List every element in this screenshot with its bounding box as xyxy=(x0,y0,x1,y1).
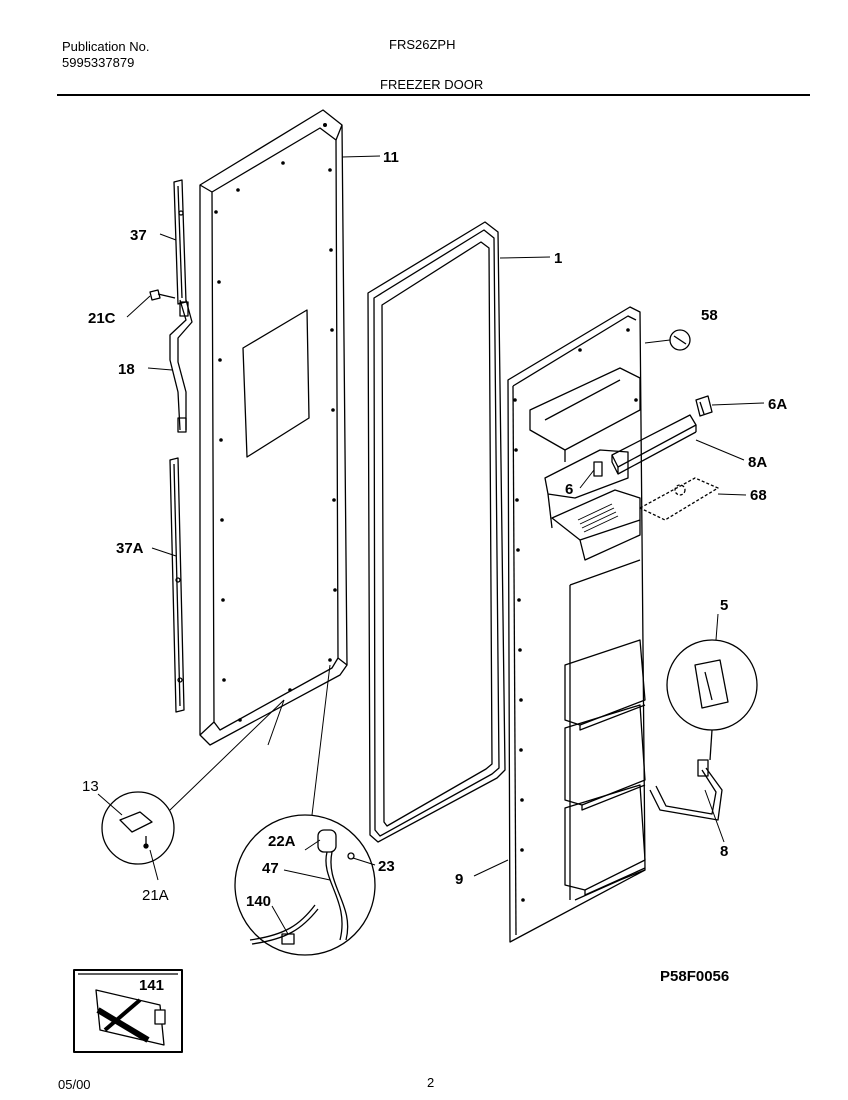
bracket-part-8 xyxy=(649,759,723,821)
callout-58: 58 xyxy=(701,307,718,324)
publication-label: Publication No. xyxy=(62,39,150,54)
callout-21C: 21C xyxy=(88,310,116,327)
section-title: FREEZER DOOR xyxy=(380,77,484,92)
callout-21A: 21A xyxy=(142,887,169,904)
bar-part-8A xyxy=(611,414,697,475)
detail-box-part-141 xyxy=(73,969,183,1053)
callout-13: 13 xyxy=(82,778,99,795)
model-number: FRS26ZPH xyxy=(389,37,456,52)
detail-circle-wiring xyxy=(234,814,376,956)
screw-part-21C xyxy=(149,289,176,301)
callout-9: 9 xyxy=(455,871,463,888)
page-number: 2 xyxy=(427,1075,435,1090)
trim-part-37A xyxy=(169,457,185,713)
callout-47: 47 xyxy=(262,860,279,877)
callout-23: 23 xyxy=(378,858,395,875)
callout-8: 8 xyxy=(720,843,728,860)
publication-number: 5995337879 xyxy=(62,55,135,70)
diagram-id: P58F0056 xyxy=(660,968,729,985)
callout-6A: 6A xyxy=(768,396,787,413)
door-frame-part-11 xyxy=(199,109,348,746)
part-6 xyxy=(593,461,603,477)
callout-11: 11 xyxy=(383,149,399,166)
callout-68: 68 xyxy=(750,487,767,504)
leader-lines xyxy=(97,155,765,935)
header-rule xyxy=(57,94,810,96)
callout-8A: 8A xyxy=(748,454,767,471)
clip-part-6A xyxy=(695,395,713,417)
callout-1: 1 xyxy=(554,250,562,267)
callout-37A: 37A xyxy=(116,540,144,557)
inner-liner-part-9 xyxy=(507,306,646,943)
plate-part-68 xyxy=(639,477,719,521)
trim-part-37 xyxy=(173,179,187,305)
door-gasket-part-1 xyxy=(367,221,506,843)
callout-22A: 22A xyxy=(268,833,296,850)
screw-part-58 xyxy=(669,329,691,351)
callout-37: 37 xyxy=(130,227,147,244)
callout-5: 5 xyxy=(720,597,728,614)
callout-18: 18 xyxy=(118,361,135,378)
callout-140: 140 xyxy=(246,893,271,910)
detail-circle-part-13 xyxy=(101,791,175,865)
detail-circle-part-5 xyxy=(666,639,758,761)
handle-part-18 xyxy=(169,299,193,433)
footer-date: 05/00 xyxy=(58,1077,91,1092)
callout-141: 141 xyxy=(139,977,164,994)
callout-6: 6 xyxy=(565,481,573,498)
